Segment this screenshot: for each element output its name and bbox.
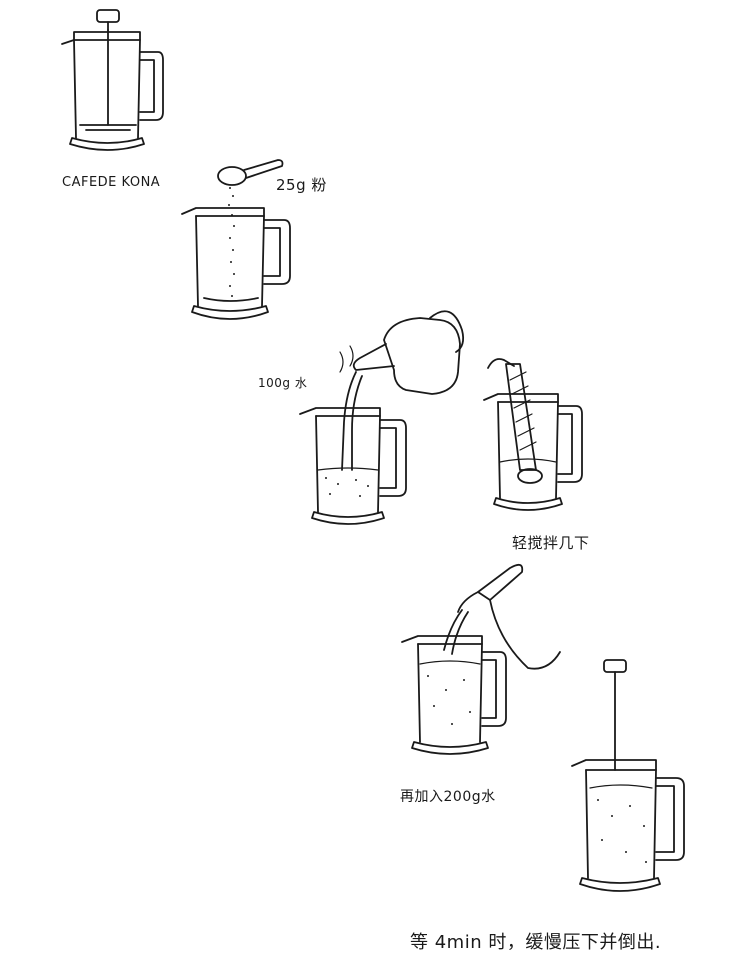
- french-press-icon: [571, 759, 685, 892]
- step-2-label: 25g 粉: [276, 176, 327, 194]
- step-1-label: CAFEDE KONA: [62, 175, 161, 190]
- kettle-icon: [457, 563, 561, 670]
- french-press-icon: [181, 207, 291, 320]
- kettle-icon: [339, 310, 465, 395]
- stirring-spoon-icon: [487, 358, 543, 484]
- plunger-icon: [603, 659, 627, 771]
- water-stream: [443, 609, 469, 655]
- french-press-icon: [401, 635, 507, 755]
- french-press-icon: [61, 9, 164, 151]
- french-press-icon: [483, 393, 583, 511]
- water-stream: [341, 371, 363, 471]
- step-3-label: 100g 水: [258, 376, 308, 390]
- french-press-icon: [299, 407, 407, 525]
- grounds-stream: [228, 187, 235, 297]
- step-6-label: 等 4min 时，缓慢压下并倒出.: [410, 932, 662, 953]
- step-4-label: 轻搅拌几下: [512, 534, 590, 552]
- measuring-spoon-icon: [217, 159, 284, 186]
- step-5-label: 再加入200g水: [400, 789, 496, 805]
